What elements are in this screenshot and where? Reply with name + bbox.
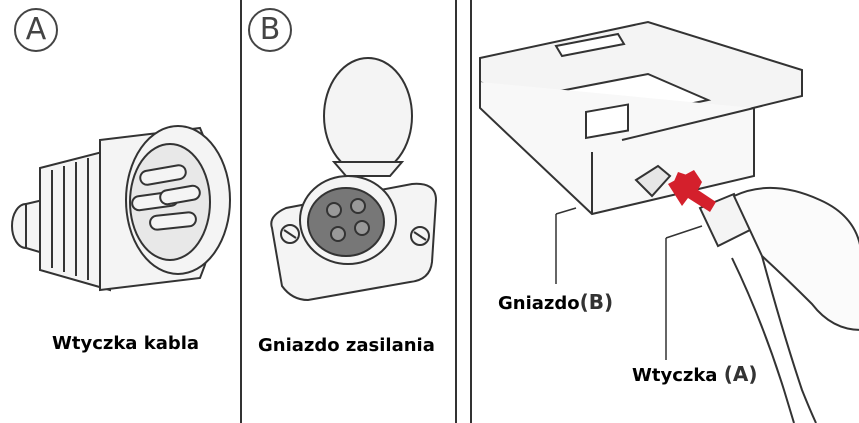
badge-b: B [248,8,292,52]
caption-socket: Gniazdo zasilania [258,335,435,356]
caption-plug: Wtyczka kabla [52,333,200,354]
label-socket-ref: (B) [579,290,614,314]
panel-connection: Gniazdo(B) Wtyczka (A) [470,0,859,423]
badge-a: A [14,8,58,52]
label-socket-text: Gniazdo [498,293,580,314]
label-plug-ref: (A) [723,362,758,386]
socket-illustration [270,57,438,302]
label-plug-text: Wtyczka [632,365,718,386]
plug-illustration [11,125,231,292]
label-plug: Wtyczka (A) [632,362,758,386]
panel-socket: B Gniazdo zasilania [242,0,457,423]
connection-illustration [479,20,859,423]
label-socket: Gniazdo(B) [498,290,613,314]
panel-plug: A Wtyczka kabla [0,0,242,423]
